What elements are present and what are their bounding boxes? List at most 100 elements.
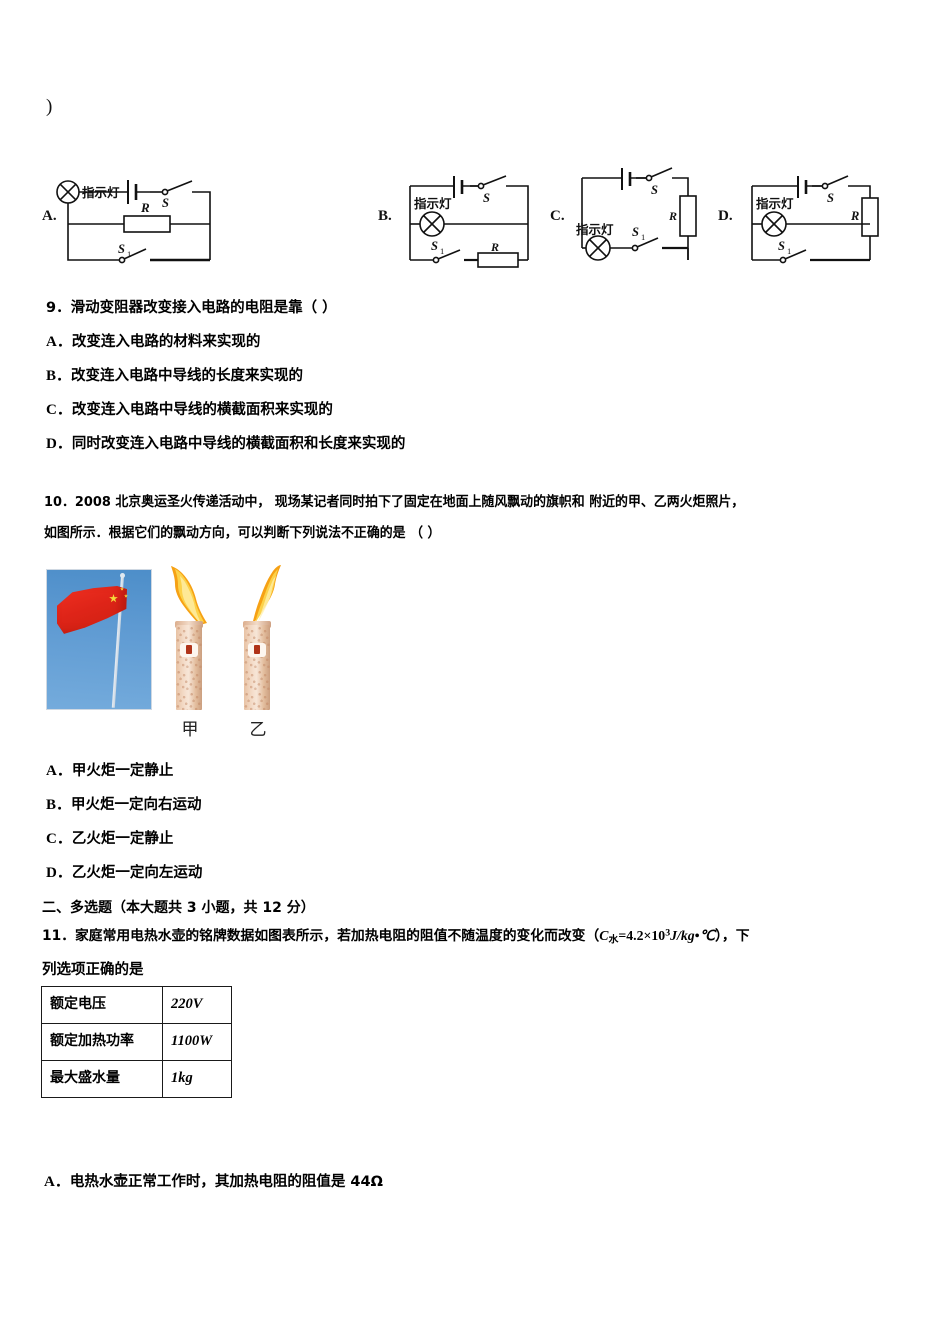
svg-text:1: 1 [641, 232, 645, 242]
spec-value-voltage: 220V [162, 986, 232, 1024]
question-10-option-a: A．甲火炬一定静止 [46, 759, 173, 780]
circuit-option-c-letter: C. [550, 208, 565, 224]
flag-pole-knob [120, 573, 125, 578]
circuit-option-d-letter: D. [718, 208, 733, 224]
svg-text:R: R [850, 209, 859, 223]
question-10-stem-line-2: 如图所示．根据它们的飘动方向，可以判断下列说法不正确的是 （ ） [44, 525, 441, 541]
torch-emblem-jia [180, 643, 198, 657]
question-9-option-c-letter: C． [46, 402, 72, 418]
svg-text:指示灯: 指示灯 [576, 222, 614, 237]
question-10-option-b-letter: B． [46, 797, 72, 813]
kettle-spec-table: 额定电压 220V 额定加热功率 1100W 最大盛水量 1kg [41, 986, 232, 1098]
circuit-option-d: D. [718, 150, 918, 275]
circuit-diagram-a: 指示灯 R S S 1 [56, 180, 211, 264]
table-row: 额定加热功率 1100W [41, 1022, 232, 1061]
question-10-option-d: D．乙火炬一定向左运动 [46, 861, 202, 882]
question-9-option-a-text: 改变连入电路的材料来实现的 [71, 334, 261, 350]
question-10-option-a-text: 甲火炬一定静止 [71, 763, 174, 779]
circuit-diagram-b: 指示灯 S S 1 R [409, 175, 529, 268]
svg-text:S: S [118, 242, 125, 256]
question-9-option-d-text: 同时改变连入电路中导线的横截面积和长度来实现的 [71, 436, 406, 452]
question-11-formula-sub: 水 [608, 934, 619, 946]
question-10-option-d-letter: D． [46, 865, 72, 881]
svg-text:S: S [778, 239, 785, 253]
spec-label-voltage: 额定电压 [41, 986, 163, 1024]
question-9-option-d: D．同时改变连入电路中导线的横截面积和长度来实现的 [46, 432, 405, 453]
question-9-option-c: C．改变连入电路中导线的横截面积来实现的 [46, 398, 333, 419]
table-row: 额定电压 220V [41, 986, 232, 1024]
question-9-option-b: B．改变连入电路中导线的长度来实现的 [46, 364, 303, 385]
torch-emblem-yi [248, 643, 266, 657]
torch-jia: 甲 [164, 565, 216, 740]
torch-handle-jia [176, 625, 202, 710]
svg-text:指示灯: 指示灯 [82, 185, 120, 200]
question-11-formula-unit: J/kg•℃ [670, 928, 716, 943]
question-11-option-a-text: 电热水壶正常工作时，其加热电阻的阻值是 44Ω [69, 1174, 383, 1190]
table-row: 最大盛水量 1kg [41, 1059, 232, 1098]
circuit-diagram-c: 指示灯 S S 1 R [576, 167, 697, 261]
circuit-option-b-letter: B. [378, 208, 392, 224]
question-10-option-d-text: 乙火炬一定向左运动 [71, 865, 203, 881]
svg-text:R: R [668, 209, 677, 223]
question-10-figure: 甲 乙 [46, 565, 306, 750]
question-11-stem-line-2: 列选项正确的是 [42, 962, 144, 978]
circuit-option-a: A. [42, 150, 242, 275]
question-9-option-b-text: 改变连入电路中导线的长度来实现的 [71, 368, 304, 384]
stray-paren: ) [46, 96, 53, 117]
question-11-formula-rest: =4.2×10 [618, 928, 666, 943]
svg-text:1: 1 [787, 246, 791, 256]
question-10-option-c-letter: C． [46, 831, 72, 847]
flag-star-large [109, 594, 118, 603]
torch-cap-yi [243, 621, 271, 628]
question-10-option-b: B．甲火炬一定向右运动 [46, 793, 202, 814]
svg-text:S: S [632, 225, 639, 239]
svg-text:S: S [483, 191, 490, 205]
svg-text:R: R [140, 200, 150, 215]
question-9-option-b-letter: B． [46, 368, 72, 384]
svg-text:指示灯: 指示灯 [414, 196, 452, 211]
question-11-option-a-letter: A． [44, 1174, 70, 1190]
question-10-option-a-letter: A． [46, 763, 72, 779]
spec-label-capacity: 最大盛水量 [41, 1059, 163, 1098]
question-11-formula-c: C [599, 928, 609, 943]
circuit-option-b: B. [378, 150, 573, 275]
spec-value-power: 1100W [162, 1022, 232, 1061]
question-9-option-a: A．改变连入电路的材料来实现的 [46, 330, 260, 351]
question-10-stem-line-1: 10．2008 北京奥运圣火传递活动中， 现场某记者同时拍下了固定在地面上随风飘… [44, 494, 745, 510]
flame-icon-jia [171, 566, 207, 625]
torch-yi: 乙 [232, 565, 284, 740]
torch-cap-jia [175, 621, 203, 628]
question-9-option-d-letter: D． [46, 436, 72, 452]
svg-text:R: R [490, 240, 499, 254]
question-9-option-c-text: 改变连入电路中导线的横截面积来实现的 [71, 402, 333, 418]
circuit-option-c: C. [550, 150, 730, 275]
svg-text:S: S [651, 183, 658, 197]
circuit-diagram-d: 指示灯 S R S 1 [751, 175, 879, 264]
question-11-formula-exponent: 3 [665, 927, 671, 939]
question-11-stem-line-1: 11．家庭常用电热水壶的铭牌数据如图表所示，若加热电阻的阻值不随温度的变化而改变… [42, 924, 750, 946]
spec-label-power: 额定加热功率 [41, 1022, 163, 1061]
question-10-option-c: C．乙火炬一定静止 [46, 827, 173, 848]
torch-handle-yi [244, 625, 270, 710]
torch-label-yi: 乙 [249, 720, 267, 740]
question-10-option-b-text: 甲火炬一定向右运动 [71, 797, 202, 813]
question-9-option-a-letter: A． [46, 334, 72, 350]
svg-text:指示灯: 指示灯 [756, 196, 794, 211]
svg-text:S: S [431, 239, 438, 253]
spec-value-capacity: 1kg [162, 1059, 232, 1098]
flame-icon-yi [252, 565, 281, 625]
svg-text:1: 1 [127, 249, 131, 259]
flag-star-small-2 [124, 594, 128, 598]
question-9-stem: 9．滑动变阻器改变接入电路的电阻是靠（ ） [46, 300, 337, 316]
flag-star-small-1 [120, 587, 124, 591]
question-11-stem-part2: ），下 [715, 928, 750, 944]
flag-photo [46, 569, 152, 710]
circuit-option-a-letter: A. [42, 208, 57, 224]
question-10-option-c-text: 乙火炬一定静止 [71, 831, 174, 847]
svg-text:S: S [162, 196, 169, 210]
section-2-heading: 二、多选题（本大题共 3 小题，共 12 分） [42, 900, 315, 916]
question-11-stem-part1: 11．家庭常用电热水壶的铭牌数据如图表所示，若加热电阻的阻值不随温度的变化而改变… [42, 928, 600, 944]
svg-text:1: 1 [440, 246, 444, 256]
circuit-options-row: A. [0, 150, 950, 275]
